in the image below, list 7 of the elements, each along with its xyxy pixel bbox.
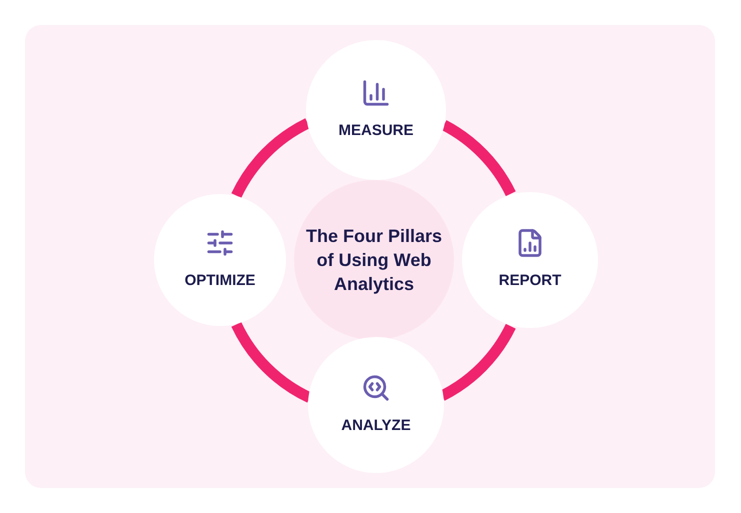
pillar-label: MEASURE [338,120,414,141]
pillar-label: REPORT [498,270,562,291]
pillar-label: ANALYZE [341,416,411,436]
title-text: The Four Pillars of Using Web Analytics [304,225,444,296]
ring-arc [231,118,310,198]
ring-arc [441,120,516,196]
pillar-label: OPTIMIZE [184,270,256,291]
